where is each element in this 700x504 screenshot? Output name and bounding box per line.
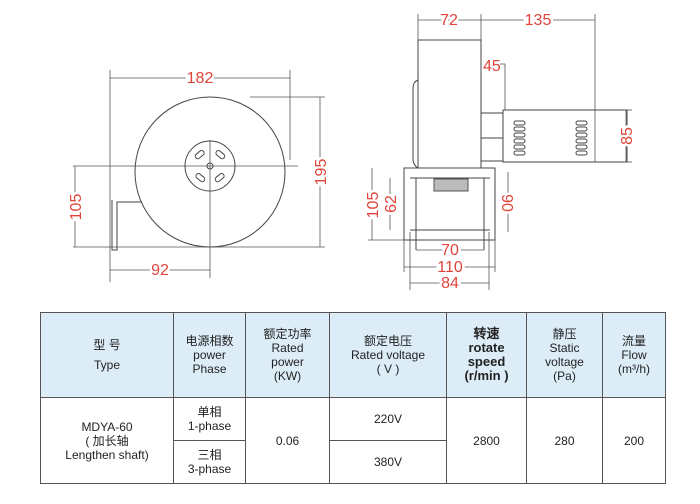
- dim-motor-length: 135: [525, 12, 552, 29]
- dim-base-height: 105: [365, 192, 382, 219]
- dim-base-width: 110: [437, 259, 463, 276]
- motor-vents: [513, 120, 588, 156]
- cell-voltage-220: 220V: [329, 397, 447, 441]
- dim-height: 195: [313, 159, 330, 186]
- front-view: 182 195 105 92: [66, 68, 333, 282]
- dim-width: 182: [187, 70, 214, 87]
- cell-power: 0.06: [245, 397, 330, 484]
- cell-voltage-380: 380V: [329, 440, 447, 484]
- cell-flow: 200: [602, 397, 666, 484]
- dim-outlet-height: 105: [68, 194, 85, 221]
- dim-inner-height: 62: [383, 195, 400, 213]
- base-flange: [403, 167, 496, 241]
- technical-drawing: 182 195 105 92 72 135 45: [66, 10, 639, 295]
- motor: [502, 109, 628, 163]
- dim-outlet-offset: 92: [151, 262, 169, 279]
- fan-housing: [417, 39, 482, 169]
- dim-shaft-offset: 45: [483, 58, 501, 75]
- outlet-slot: [433, 178, 469, 192]
- dim-motor-height: 85: [619, 127, 636, 145]
- dim-flange-height: 90: [498, 194, 515, 212]
- cell-static: 280: [526, 397, 603, 484]
- side-view: 72 135 45 85 105 62 90 70: [363, 10, 639, 295]
- dim-outlet-width: 70: [441, 242, 459, 259]
- dim-hole-spacing: 84: [441, 275, 459, 292]
- cell-speed: 2800: [446, 397, 527, 484]
- dim-housing-depth: 72: [440, 12, 458, 29]
